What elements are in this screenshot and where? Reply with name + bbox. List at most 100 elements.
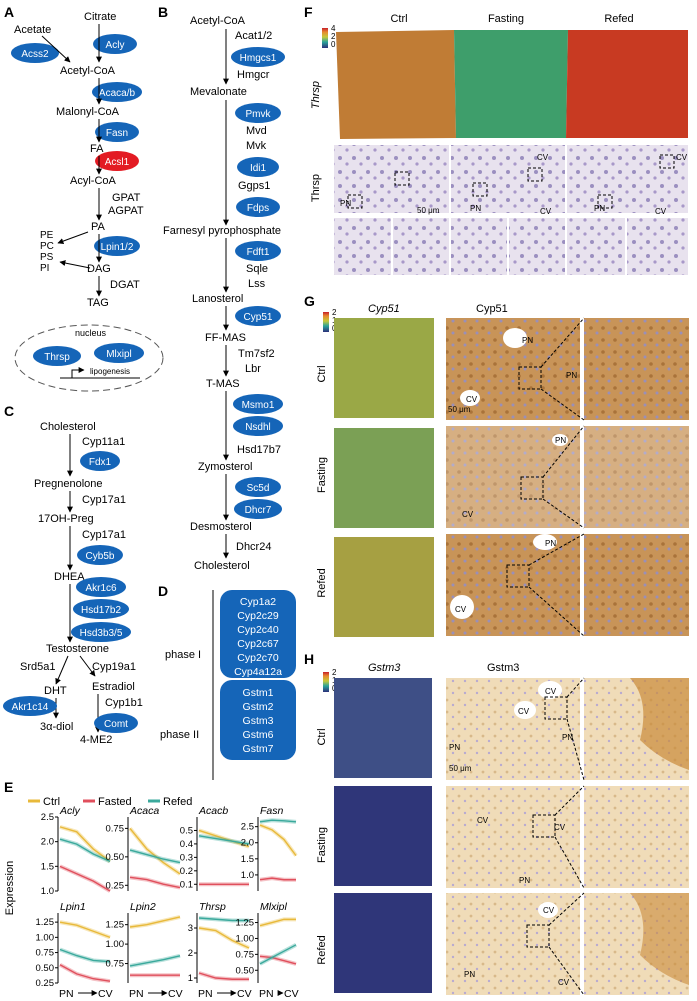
series-line-ctrl <box>259 824 297 857</box>
enzyme-acaca <box>92 82 142 102</box>
h-ihc-fasting <box>446 786 580 888</box>
series-line-fasted <box>198 972 249 980</box>
g-cv-3: CV <box>455 605 467 614</box>
c-cyp1b1: Cyp1b1 <box>105 697 143 709</box>
phase1-gene: Cyp2c29 <box>237 610 279 622</box>
d-phase2: phase II <box>160 729 199 741</box>
e-ylabel: Expression <box>4 861 16 915</box>
chart-title: Lpin2 <box>130 901 156 913</box>
y-tick-label: 1 <box>188 973 193 984</box>
panel-c-letter: C <box>4 403 14 419</box>
series-line-fasted <box>259 877 296 881</box>
h-cv-6: CV <box>558 978 570 987</box>
enzyme-nsdhl <box>233 416 283 436</box>
c-testosterone: Testosterone <box>46 643 109 655</box>
h-zoom-fasting <box>584 786 689 888</box>
series-line-refed <box>259 944 297 965</box>
y-tick-label: 0.3 <box>180 852 193 863</box>
y-tick-label: 0.75 <box>36 948 55 959</box>
c-dht: DHT <box>44 685 67 697</box>
panel-f: F Ctrl Fasting Refed 0 2 4 Thrsp Thrsp P… <box>304 4 688 275</box>
b-mevalonate: Mevalonate <box>190 86 247 98</box>
g-zoom-fasting <box>584 426 689 528</box>
g-pn-4: PN <box>545 539 556 548</box>
legend-label: Refed <box>163 796 192 808</box>
a-pe: PE <box>40 230 54 241</box>
f-cv-3: CV <box>676 153 688 162</box>
enzyme-akr1c6 <box>76 577 126 597</box>
series-band-ctrl <box>259 823 298 857</box>
enzyme-hmgcs1-label: Hmgcs1 <box>240 53 277 64</box>
h-cv-5: CV <box>543 906 555 915</box>
enzyme-msmo1-label: Msmo1 <box>242 400 275 411</box>
y-tick-label: 1.5 <box>241 854 254 865</box>
panel-g: G Cyp51 Cyp51 0 1 2 Ctrl Fasting Refed P… <box>304 293 689 637</box>
b-lanosterol: Lanosterol <box>192 293 243 305</box>
c-dhea: DHEA <box>54 571 85 583</box>
enzyme-pmvk-label: Pmvk <box>246 109 272 120</box>
f-cv-1: CV <box>537 153 549 162</box>
series-line-refed <box>259 819 297 823</box>
b-acat: Acat1/2 <box>235 30 272 42</box>
enzyme-fdx1 <box>80 451 120 471</box>
y-tick-label: 1.0 <box>241 870 254 881</box>
phase1-box <box>220 590 296 678</box>
h-scale-max: 2 <box>332 668 337 677</box>
b-lss: Lss <box>248 278 266 290</box>
b-lbr: Lbr <box>245 363 261 375</box>
chart-title: Lpin1 <box>60 901 86 913</box>
a-acetyl-coa: Acetyl-CoA <box>60 65 116 77</box>
f-colorbar <box>322 28 328 48</box>
enzyme-cyb5b <box>77 545 123 565</box>
b-mvd: Mvd <box>246 125 267 137</box>
a-acyl-coa: Acyl-CoA <box>70 175 117 187</box>
phase1-gene: Cyp4a12a <box>234 666 282 678</box>
tf-mlxipl <box>94 343 144 363</box>
f-st-ctrl <box>336 30 456 139</box>
y-tick-label: 0.50 <box>236 965 255 976</box>
c-cyp19a1: Cyp19a1 <box>92 661 136 673</box>
h-st-fasting <box>334 786 432 886</box>
a-gpat: GPAT <box>112 192 141 204</box>
enzyme-acly-label: Acly <box>106 40 125 51</box>
c-estradiol: Estradiol <box>92 681 135 693</box>
series-line-ctrl <box>198 927 250 949</box>
a-acetate: Acetate <box>14 24 51 36</box>
phase1-gene: Cyp2c67 <box>237 638 279 650</box>
b-acetyl-coa: Acetyl-CoA <box>190 15 246 27</box>
enzyme-dhcr7-label: Dhcr7 <box>245 505 272 516</box>
series-line-refed <box>59 948 111 963</box>
series-band-fasted <box>59 962 111 984</box>
panel-e-letter: E <box>4 779 13 795</box>
g-cv-2: CV <box>462 510 474 519</box>
g-pn-3: PN <box>555 436 566 445</box>
enzyme-hmgcs1 <box>231 47 285 67</box>
panel-a: A Acetate Citrate Acss2 Acly Acetyl-CoA … <box>4 4 164 392</box>
y-tick-label: 2.5 <box>41 812 54 823</box>
tf-thrsp <box>33 346 81 366</box>
b-dhcr24: Dhcr24 <box>236 541 271 553</box>
c-ohpreg: 17OH-Preg <box>38 513 94 525</box>
a-pi: PI <box>40 263 49 274</box>
f-pn-3: PN <box>594 204 605 213</box>
a-ps: PS <box>40 252 54 263</box>
y-tick-label: 0.2 <box>180 866 193 877</box>
g-cv-1: CV <box>466 395 478 404</box>
panel-c: C Cholesterol Cyp11a1 Fdx1 Pregnenolone … <box>3 403 143 746</box>
f-scale-min: 0 <box>331 40 336 49</box>
charts-e: Acly1.01.52.02.5Acaca0.250.500.75Acacb0.… <box>36 805 299 1000</box>
a-citrate: Citrate <box>84 11 116 23</box>
y-tick-label: 0.50 <box>36 963 55 974</box>
enzyme-idi1-label: Idi1 <box>250 163 267 174</box>
y-tick-label: 0.75 <box>236 949 255 960</box>
enzyme-hsd3b <box>71 622 131 642</box>
f-cv-2: CV <box>540 207 552 216</box>
a-pc: PC <box>40 241 54 252</box>
g-protein: Cyp51 <box>476 303 508 315</box>
